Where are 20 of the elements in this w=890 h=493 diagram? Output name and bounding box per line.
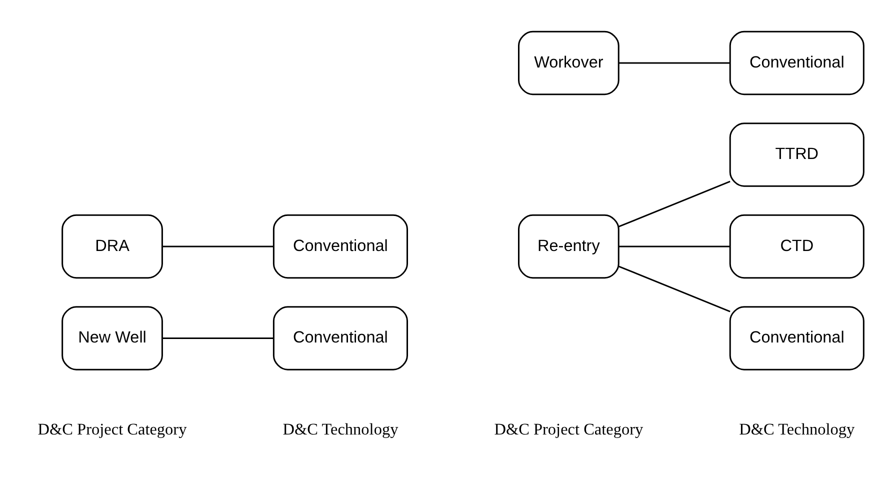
node-box: Re-entry [518, 214, 620, 279]
connector [162, 338, 274, 339]
label: D&C Project Category [494, 420, 644, 438]
connector [618, 62, 730, 64]
connector [618, 246, 730, 248]
node-box: Conventional [272, 214, 408, 279]
node-box: CTD [729, 214, 864, 279]
label: D&C Project Category [38, 420, 187, 438]
node-box: Workover [518, 30, 620, 96]
connector [618, 266, 730, 312]
label: D&C Technology [739, 420, 855, 438]
node-box: Conventional [272, 306, 408, 370]
node-box: Conventional [729, 30, 864, 96]
node-box: Conventional [729, 306, 864, 370]
label: D&C Technology [282, 420, 398, 438]
node-box: TTRD [729, 122, 864, 187]
connector [162, 246, 274, 248]
connector [618, 180, 730, 228]
node-box: DRA [62, 214, 163, 279]
node-box: New Well [62, 306, 163, 370]
